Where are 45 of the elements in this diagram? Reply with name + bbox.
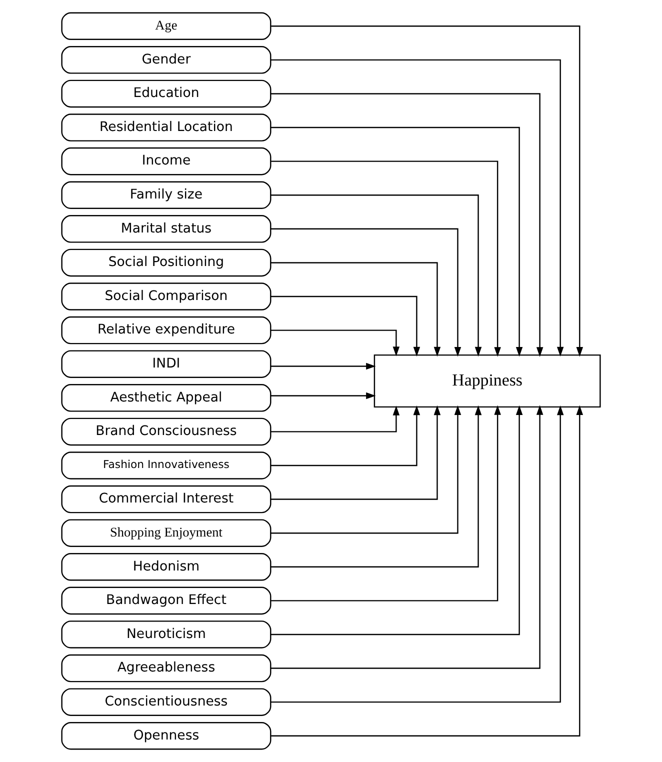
- arrow: [271, 262, 441, 357]
- arrow: [270, 406, 400, 432]
- arrow: [271, 26, 584, 357]
- arrow: [271, 405, 482, 568]
- node-box: Marital status: [61, 215, 272, 243]
- node-box: Brand Consciousness: [61, 418, 272, 446]
- node-box: Happiness: [374, 354, 601, 408]
- arrow: [270, 59, 564, 357]
- arrow: [271, 405, 420, 466]
- arrow: [271, 160, 501, 357]
- node-box: Education: [61, 80, 272, 108]
- arrow: [271, 405, 501, 602]
- node-box: Gender: [61, 46, 272, 74]
- node-box: Openness: [61, 722, 272, 750]
- arrow: [271, 405, 441, 500]
- arrow: [271, 194, 482, 357]
- arrow: [270, 405, 564, 703]
- arrow: [270, 405, 462, 534]
- arrow: [270, 126, 523, 357]
- node-box: Residential Location: [61, 114, 272, 142]
- node-box: Shopping Enjoyment: [61, 519, 272, 547]
- arrow: [270, 228, 462, 357]
- arrow: [270, 362, 376, 370]
- node-box: Conscientiousness: [61, 688, 272, 716]
- node-box: Income: [61, 147, 272, 176]
- node-box: INDI: [61, 350, 272, 378]
- node-box: Aesthetic Appeal: [61, 384, 272, 412]
- node-box: Hedonism: [61, 553, 272, 581]
- node-box: Fashion Innovativeness: [61, 452, 272, 480]
- node-box: Commercial Interest: [61, 485, 272, 514]
- arrow: [270, 392, 376, 400]
- arrow: [270, 330, 400, 356]
- node-box: Social Comparison: [61, 282, 272, 310]
- arrow: [271, 296, 420, 357]
- node-box: Agreeableness: [61, 654, 272, 682]
- arrow: [270, 405, 544, 669]
- arrow: [270, 93, 544, 357]
- node-box: Relative expenditure: [61, 316, 272, 344]
- node-box: Age: [61, 12, 272, 40]
- node-box: Bandwagon Effect: [61, 586, 272, 615]
- arrow: [270, 405, 523, 636]
- node-box: Neuroticism: [61, 620, 272, 648]
- node-box: Social Positioning: [61, 248, 272, 277]
- arrow: [271, 405, 584, 736]
- node-box: Family size: [61, 181, 272, 209]
